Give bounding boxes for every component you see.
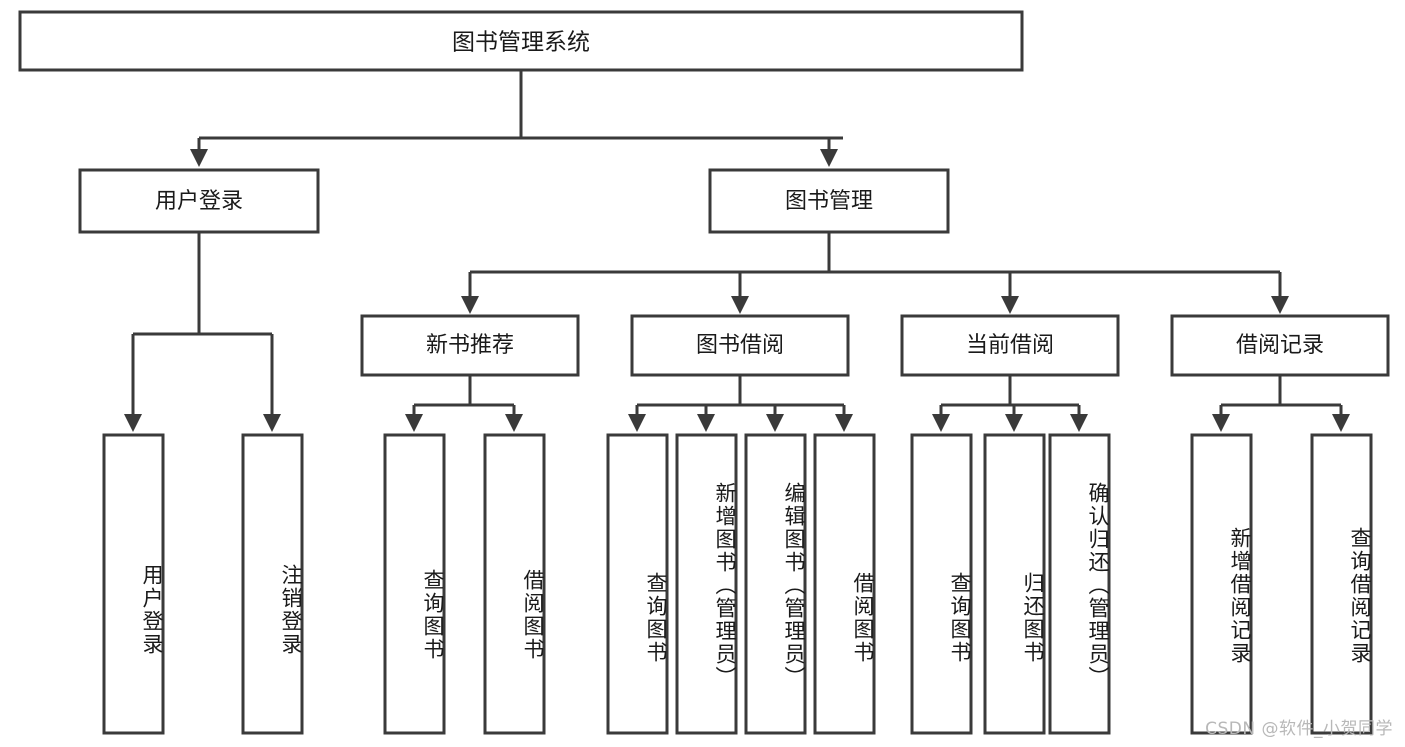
node-current-borrow[interactable]: 当前借阅 bbox=[900, 314, 1120, 377]
node-current-borrow-box[interactable] bbox=[900, 314, 1120, 377]
node-book-management-label: 图书管理 bbox=[785, 189, 873, 214]
connector-current-borrow-to-leaves bbox=[932, 375, 1088, 432]
connector-book-borrow-to-leaves bbox=[628, 375, 853, 432]
csdn-watermark: CSDN @软件_小贺同学 bbox=[1205, 719, 1393, 739]
node-user-login-label: 用户登录 bbox=[155, 189, 243, 214]
node-user-login-box[interactable] bbox=[78, 168, 320, 234]
connector-new-book-recommend-to-leaves bbox=[405, 375, 523, 432]
node-leaf-query-record-box[interactable] bbox=[1310, 433, 1373, 735]
node-leaf-user-login-box[interactable] bbox=[102, 433, 165, 735]
node-leaf-return-book-box[interactable] bbox=[983, 433, 1046, 735]
node-leaf-query-book-borrow-box[interactable] bbox=[606, 433, 669, 735]
node-book-management-box[interactable] bbox=[708, 168, 950, 234]
node-new-book-recommend-box[interactable] bbox=[360, 314, 580, 377]
node-borrow-records[interactable]: 借阅记录 bbox=[1170, 314, 1390, 377]
node-leaf-confirm-return-box[interactable] bbox=[1048, 433, 1111, 735]
connector-borrow-records-to-leaves bbox=[1212, 375, 1350, 432]
node-root[interactable]: 图书管理系统 bbox=[18, 10, 1024, 72]
node-leaf-borrow-book-box[interactable] bbox=[813, 433, 876, 735]
node-leaf-query-book-current-box[interactable] bbox=[910, 433, 973, 735]
node-leaf-query-book-rec-box[interactable] bbox=[383, 433, 446, 735]
connector-book-management-to-level3 bbox=[461, 232, 1289, 314]
connector-user-login-to-leaves bbox=[124, 232, 281, 432]
node-user-login[interactable]: 用户登录 bbox=[78, 168, 320, 234]
leaf-boxes bbox=[102, 433, 1373, 735]
node-leaf-edit-book-box[interactable] bbox=[744, 433, 807, 735]
node-leaf-add-book-box[interactable] bbox=[675, 433, 738, 735]
node-book-borrow-label: 图书借阅 bbox=[696, 333, 784, 358]
node-book-borrow[interactable]: 图书借阅 bbox=[630, 314, 850, 377]
node-book-borrow-box[interactable] bbox=[630, 314, 850, 377]
node-new-book-recommend[interactable]: 新书推荐 bbox=[360, 314, 580, 377]
node-leaf-user-logout-box[interactable] bbox=[241, 433, 304, 735]
node-current-borrow-label: 当前借阅 bbox=[966, 333, 1054, 358]
node-new-book-recommend-label: 新书推荐 bbox=[426, 333, 514, 358]
node-borrow-records-label: 借阅记录 bbox=[1236, 333, 1324, 358]
node-borrow-records-box[interactable] bbox=[1170, 314, 1390, 377]
node-root-label: 图书管理系统 bbox=[452, 30, 590, 56]
node-leaf-borrow-book-rec-box[interactable] bbox=[483, 433, 546, 735]
node-leaf-add-record-box[interactable] bbox=[1190, 433, 1253, 735]
connector-root-to-level2 bbox=[190, 70, 843, 167]
node-book-management[interactable]: 图书管理 bbox=[708, 168, 950, 234]
node-root-box[interactable] bbox=[18, 10, 1024, 72]
